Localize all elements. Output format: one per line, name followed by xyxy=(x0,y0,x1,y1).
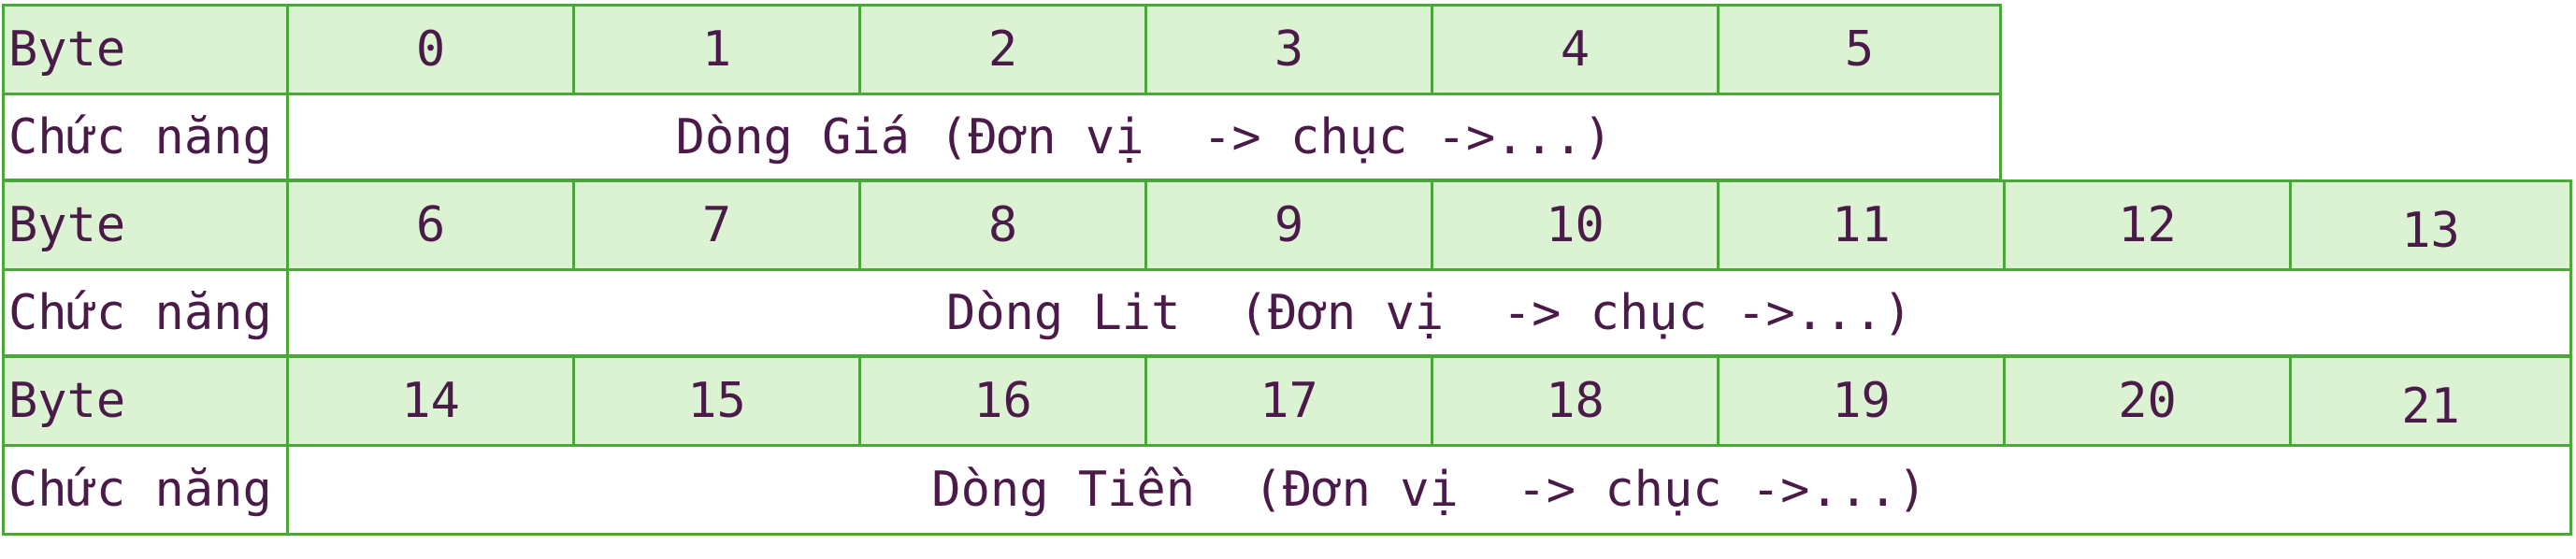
byte-cell: 11 xyxy=(1717,179,2006,271)
function-label: Chức năng xyxy=(2,93,289,181)
byte-cell: 1 xyxy=(572,4,861,95)
byte-cell: 15 xyxy=(572,355,861,447)
byte-cell: 21 xyxy=(2289,355,2572,447)
byte-cell: 18 xyxy=(1431,355,1720,447)
byte-cell: 20 xyxy=(2003,355,2292,447)
byte-cell: 5 xyxy=(1717,4,2002,95)
byte-label: Byte xyxy=(2,179,289,271)
function-value: Dòng Giá (Đơn vị -> chục ->...) xyxy=(286,93,2002,181)
function-label: Chức năng xyxy=(2,268,289,357)
byte-cell: 10 xyxy=(1431,179,1720,271)
byte-cell: 0 xyxy=(286,4,575,95)
byte-cell: 14 xyxy=(286,355,575,447)
function-label: Chức năng xyxy=(2,444,289,536)
byte-cell: 12 xyxy=(2003,179,2292,271)
byte-cell: 17 xyxy=(1144,355,1433,447)
byte-cell: 9 xyxy=(1144,179,1433,271)
byte-cell: 16 xyxy=(858,355,1147,447)
byte-cell: 8 xyxy=(858,179,1147,271)
function-value: Dòng Lit (Đơn vị -> chục ->...) xyxy=(286,268,2572,357)
byte-label: Byte xyxy=(2,355,289,447)
byte-cell: 2 xyxy=(858,4,1147,95)
byte-cell: 6 xyxy=(286,179,575,271)
byte-cell: 19 xyxy=(1717,355,2006,447)
byte-cell: 13 xyxy=(2289,179,2572,271)
byte-cell: 3 xyxy=(1144,4,1433,95)
byte-cell: 7 xyxy=(572,179,861,271)
byte-label: Byte xyxy=(2,4,289,95)
byte-cell: 4 xyxy=(1431,4,1720,95)
function-value: Dòng Tiền (Đơn vị -> chục ->...) xyxy=(286,444,2572,536)
